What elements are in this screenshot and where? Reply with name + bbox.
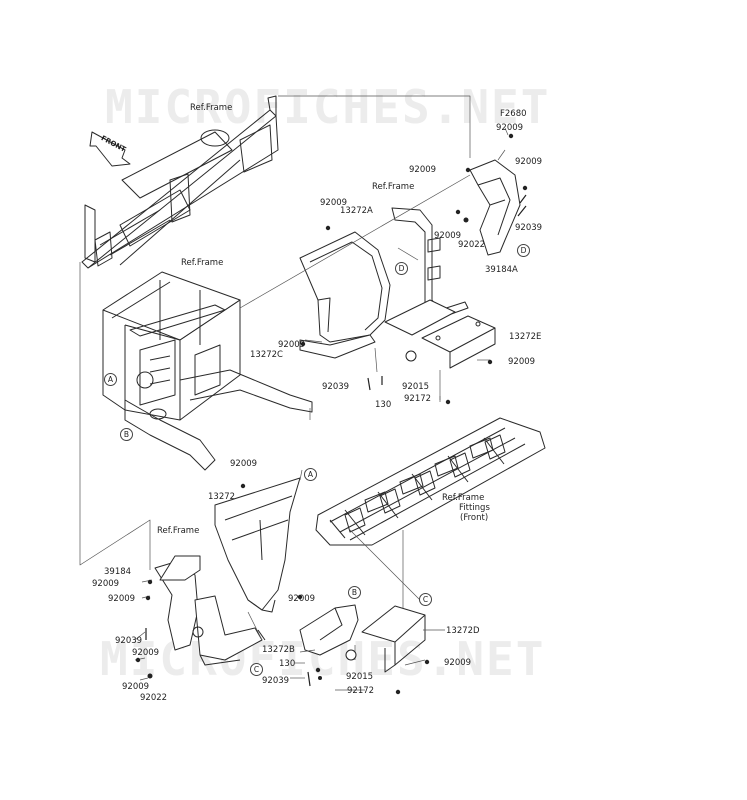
lower-left-mudguard — [214, 477, 301, 613]
upper-right-fender — [469, 159, 521, 256]
label-92009: 92009 — [122, 682, 150, 692]
label-ref-frame: Ref.Frame — [181, 258, 224, 268]
callout-a-lower: A — [304, 468, 317, 481]
leader-lines — [79, 95, 509, 691]
bracket-13272e — [421, 315, 496, 369]
upper-right-bracket — [384, 207, 469, 336]
label-92039: 92039 — [115, 636, 143, 646]
callout-a-left: A — [104, 373, 117, 386]
main-frame — [102, 271, 313, 471]
callout-c-right: C — [419, 593, 432, 606]
callout-b-lower: B — [348, 586, 361, 599]
label-92009: 92009 — [434, 231, 462, 241]
label-front: (Front) — [460, 513, 489, 523]
label-13272d: 13272D — [446, 626, 480, 636]
label-ref-frame: Ref.Frame — [372, 182, 415, 192]
label-f2680: F2680 — [500, 109, 527, 119]
watermark-top: MICROFICHES.NET — [105, 80, 551, 134]
label-13272b: 13272B — [262, 645, 295, 655]
nuts — [345, 350, 417, 661]
label-130: 130 — [375, 400, 392, 410]
label-92009: 92009 — [230, 459, 258, 469]
label-13272c: 13272C — [250, 350, 283, 360]
skid-plate — [315, 417, 546, 546]
fasteners — [135, 133, 528, 695]
label-92009: 92009 — [278, 340, 306, 350]
label-92039: 92039 — [322, 382, 350, 392]
front-arrow-shape — [89, 131, 131, 167]
label-13272: 13272 — [208, 492, 236, 502]
label-92009: 92009 — [444, 658, 472, 668]
callout-d-upper: D — [395, 262, 408, 275]
label-ref-frame: Ref.Frame — [442, 493, 485, 503]
label-92022: 92022 — [140, 693, 168, 703]
label-39184: 39184 — [104, 567, 132, 577]
label-92039: 92039 — [515, 223, 543, 233]
label-13272e: 13272E — [509, 332, 542, 342]
label-92015: 92015 — [346, 672, 374, 682]
label-13272a: 13272A — [340, 206, 373, 216]
label-fittings: Fittings — [459, 503, 490, 513]
label-92022: 92022 — [458, 240, 486, 250]
label-92009: 92009 — [92, 579, 120, 589]
label-92039: 92039 — [262, 676, 290, 686]
label-ref-frame: Ref.Frame — [190, 103, 233, 113]
label-92009: 92009 — [515, 157, 543, 167]
bolts — [145, 194, 527, 687]
upper-frame-rail — [81, 95, 279, 269]
label-92009: 92009 — [288, 594, 316, 604]
label-92015: 92015 — [402, 382, 430, 392]
label-92172: 92172 — [347, 686, 375, 696]
label-92172: 92172 — [404, 394, 432, 404]
bracket-13272d — [361, 605, 426, 673]
label-92009: 92009 — [496, 123, 524, 133]
upper-mudguard — [299, 231, 391, 359]
label-92009: 92009 — [409, 165, 437, 175]
label-92009: 92009 — [508, 357, 536, 367]
lower-left-fender — [154, 555, 266, 666]
bracket-13272b — [299, 604, 359, 656]
label-92009: 92009 — [320, 198, 348, 208]
label-ref-frame: Ref.Frame — [157, 526, 200, 536]
label-39184a: 39184A — [485, 265, 518, 275]
callout-b-left: B — [120, 428, 133, 441]
label-130: 130 — [279, 659, 296, 669]
label-92009: 92009 — [132, 648, 160, 658]
callout-c-left: C — [250, 663, 263, 676]
label-92009: 92009 — [108, 594, 136, 604]
callout-d-right: D — [517, 244, 530, 257]
